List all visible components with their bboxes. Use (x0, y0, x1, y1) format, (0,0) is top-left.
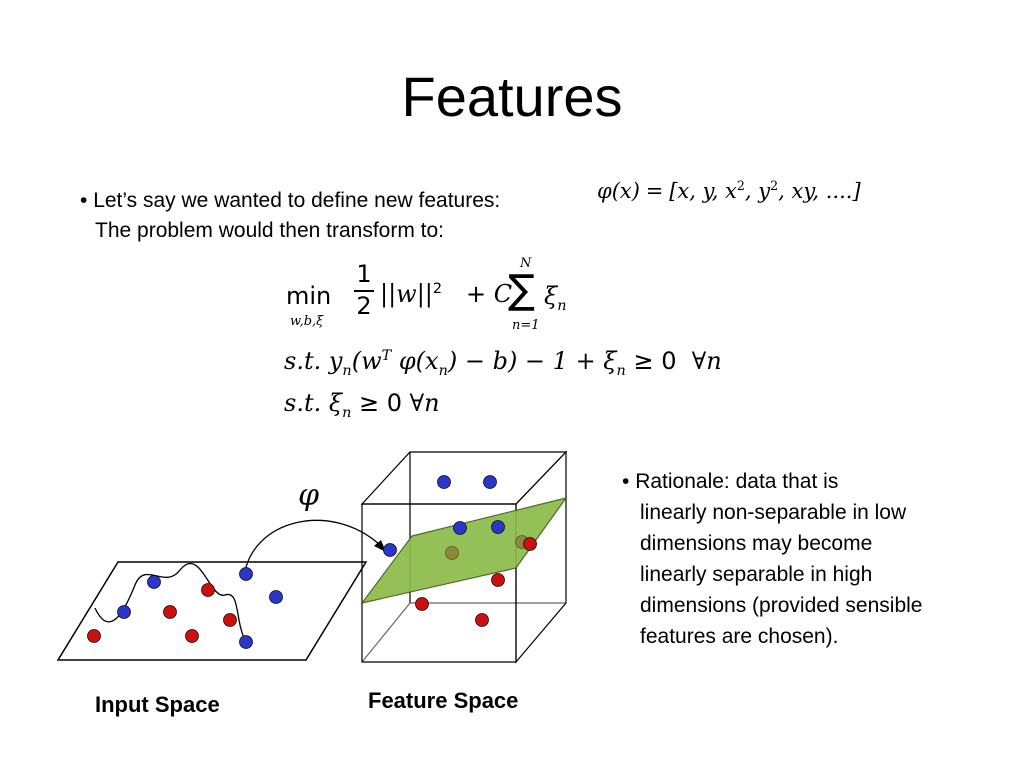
feature-point-red (415, 597, 429, 611)
fraction-bar (354, 290, 374, 292)
mapping-arrowhead (374, 540, 386, 552)
transpose-mark: T (381, 348, 392, 364)
feature-point-red (491, 573, 505, 587)
constraint2-xi: ξ (328, 389, 343, 417)
min-operator: min (286, 282, 332, 310)
min-subscript: w,b,ξ (290, 314, 324, 329)
input-point-red (185, 629, 199, 643)
cube-right-face (515, 450, 567, 664)
feature-map-definition: φ(x) = [x, y, x2, y2, xy, ....] (597, 178, 861, 204)
bullet-dot: • (80, 189, 94, 212)
slide-title: Features (401, 65, 623, 128)
y-squared-exponent: 2 (770, 178, 779, 193)
bullet-dot: • (622, 470, 636, 493)
input-point-red (223, 613, 237, 627)
constraint1-forall: ∀n (691, 347, 722, 375)
constant-C: C (493, 280, 513, 308)
input-point-blue (269, 590, 283, 604)
input-space-plane (56, 561, 368, 661)
constraint2-ge-zero: ≥ 0 (359, 389, 403, 417)
input-points (87, 567, 283, 649)
cube-edge (361, 602, 411, 663)
constraint2-forall: ∀n (409, 389, 440, 417)
constraint1-rest: ) − b) − 1 + ξ (447, 347, 617, 375)
feature-points (383, 475, 537, 627)
slack-xi-subscript: n (557, 297, 567, 314)
constraint1-ge-zero: ≥ 0 (633, 347, 677, 375)
summation-symbol: ∑ (508, 267, 535, 313)
phi-of-xn: φ(x (398, 347, 439, 375)
plus-sign: + (466, 280, 487, 308)
slack-xi: ξ (544, 282, 558, 310)
label-y: y (328, 347, 343, 375)
decision-curve (94, 562, 246, 641)
sum-upper-limit: N (520, 256, 532, 271)
feature-vector-open: [x, y, x (669, 179, 737, 203)
input-point-blue (239, 635, 253, 649)
constraint-margin: s.t. yn(wT φ(xn) − b) − 1 + ξn ≥ 0 ∀n (284, 347, 722, 379)
x-squared-exponent: 2 (736, 178, 745, 193)
phi-of-x: φ(x) (597, 179, 640, 203)
feature-point-red (475, 613, 489, 627)
such-that: s.t. (284, 347, 322, 375)
rationale-line3: dimensions may become (640, 532, 873, 555)
input-point-red (87, 629, 101, 643)
norm-exponent: 2 (432, 281, 443, 297)
feature-point-blue (491, 520, 505, 534)
mapping-arrow (243, 519, 381, 579)
feature-vector-close: , xy, ....] (778, 179, 861, 203)
rationale-line4: linearly separable in high (640, 563, 873, 586)
bullet-intro-line1: Let’s say we wanted to define new featur… (93, 189, 501, 212)
constraint1-xi-subscript: n (616, 362, 626, 379)
bullet-intro: • Let’s say we wanted to define new feat… (80, 186, 500, 246)
rationale-line2: linearly non-separable in low (640, 501, 907, 524)
feature-point-red (523, 537, 537, 551)
feature-point-blue (437, 475, 451, 489)
feature-space-cube (360, 450, 568, 664)
such-that-2: s.t. (284, 389, 322, 417)
norm-w: ||w|| (380, 280, 433, 308)
rationale-line5: dimensions (provided sensible (640, 594, 923, 617)
cube-top-face (360, 451, 568, 505)
input-point-blue (239, 567, 253, 581)
input-point-blue (147, 575, 161, 589)
input-point-blue (117, 605, 131, 619)
feature-point-blue (483, 475, 497, 489)
constraint2-xi-subscript: n (342, 404, 352, 421)
rationale-line6: features are chosen). (640, 625, 839, 648)
separating-hyperplane (360, 497, 568, 604)
fraction-denominator: 2 (356, 292, 372, 320)
input-space-label: Input Space (95, 692, 220, 717)
feature-vector-mid: , y (744, 179, 771, 203)
feature-point-blue (453, 521, 467, 535)
input-point-red (163, 605, 177, 619)
feature-space-label: Feature Space (368, 688, 519, 713)
constraint-slack: s.t. ξn ≥ 0 ∀n (284, 389, 440, 421)
feature-point-behind-plane (445, 546, 459, 560)
fraction-numerator: 1 (356, 260, 372, 288)
xn-subscript: n (438, 362, 448, 379)
input-point-red (201, 583, 215, 597)
mapping-phi-label: φ (298, 478, 320, 513)
bullet-intro-line2: The problem would then transform to: (95, 219, 445, 242)
sum-lower-limit: n=1 (512, 318, 540, 333)
bullet-rationale: • Rationale: data that is linearly non-s… (622, 466, 1002, 652)
feature-point-blue (383, 543, 397, 557)
label-y-subscript: n (342, 362, 352, 379)
equals-sign: = (645, 179, 664, 203)
weight-open: (w (351, 347, 382, 375)
rationale-line1: Rationale: data that is (635, 470, 839, 493)
